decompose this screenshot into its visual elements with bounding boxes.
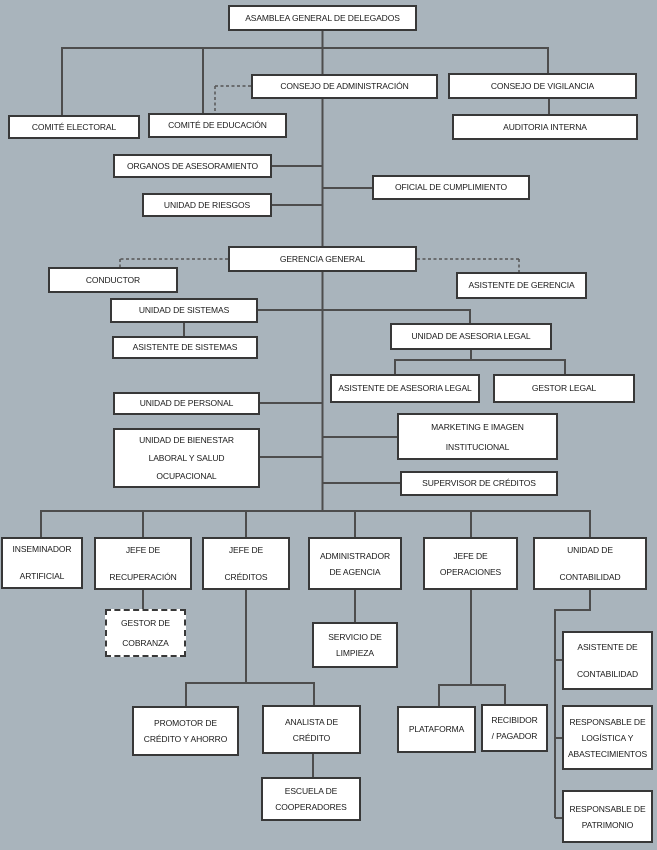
node-asistente-de-asesoria-legal: ASISTENTE DE ASESORIA LEGAL <box>330 374 480 403</box>
node-asistente-de-gerencia: ASISTENTE DE GERENCIA <box>456 272 587 299</box>
node-unidad-de-bienestar-laboral: UNIDAD DE BIENESTAR LABORAL Y SALUD OCUP… <box>113 428 260 488</box>
node-gerencia-general: GERENCIA GENERAL <box>228 246 417 272</box>
node-comite-electoral: COMITÉ ELECTORAL <box>8 115 140 139</box>
node-responsable-de-patrimonio: RESPONSABLE DE PATRIMONIO <box>562 790 653 843</box>
node-recibidor-pagador: RECIBIDOR / PAGADOR <box>481 704 548 752</box>
node-consejo-de-administracion: CONSEJO DE ADMINISTRACIÓN <box>251 74 438 99</box>
node-unidad-de-contabilidad: UNIDAD DE CONTABILIDAD <box>533 537 647 590</box>
node-servicio-de-limpieza: SERVICIO DE LIMPIEZA <box>312 622 398 668</box>
node-analista-de-credito: ANALISTA DE CRÉDITO <box>262 705 361 754</box>
dashed-connectors <box>119 85 520 272</box>
node-plataforma: PLATAFORMA <box>397 706 476 753</box>
node-oficial-de-cumplimiento: OFICIAL DE CUMPLIMIENTO <box>372 175 530 200</box>
node-promotor-de-credito-y-ahorro: PROMOTOR DE CRÉDITO Y AHORRO <box>132 706 239 756</box>
node-inseminador-artificial: INSEMINADOR ARTIFICIAL <box>1 537 83 589</box>
solid-connectors <box>40 31 591 819</box>
node-asistente-de-contabilidad: ASISTENTE DE CONTABILIDAD <box>562 631 653 690</box>
node-consejo-de-vigilancia: CONSEJO DE VIGILANCIA <box>448 73 637 99</box>
node-gestor-de-cobranza: GESTOR DE COBRANZA <box>105 609 186 657</box>
node-comite-de-educacion: COMITÉ DE EDUCACIÓN <box>148 113 287 138</box>
node-unidad-de-sistemas: UNIDAD DE SISTEMAS <box>110 298 258 323</box>
node-escuela-de-cooperadores: ESCUELA DE COOPERADORES <box>261 777 361 821</box>
node-jefe-de-operaciones: JEFE DE OPERACIONES <box>423 537 518 590</box>
node-unidad-de-asesoria-legal: UNIDAD DE ASESORIA LEGAL <box>390 323 552 350</box>
node-responsable-de-logistica: RESPONSABLE DE LOGÍSTICA Y ABASTECIMIENT… <box>562 705 653 770</box>
node-gestor-legal: GESTOR LEGAL <box>493 374 635 403</box>
node-marketing-e-imagen-institucional: MARKETING E IMAGEN INSTITUCIONAL <box>397 413 558 460</box>
node-unidad-de-personal: UNIDAD DE PERSONAL <box>113 392 260 415</box>
node-supervisor-de-creditos: SUPERVISOR DE CRÉDITOS <box>400 471 558 496</box>
node-asistente-de-sistemas: ASISTENTE DE SISTEMAS <box>112 336 258 359</box>
node-unidad-de-riesgos: UNIDAD DE RIESGOS <box>142 193 272 217</box>
node-organos-de-asesoramiento: ORGANOS DE ASESORAMIENTO <box>113 154 272 178</box>
node-conductor: CONDUCTOR <box>48 267 178 293</box>
node-jefe-de-recuperacion: JEFE DE RECUPERACIÓN <box>94 537 192 590</box>
node-asamblea-general-de-delegados: ASAMBLEA GENERAL DE DELEGADOS <box>228 5 417 31</box>
node-auditoria-interna: AUDITORIA INTERNA <box>452 114 638 140</box>
node-jefe-de-creditos: JEFE DE CRÉDITOS <box>202 537 290 590</box>
node-administrador-de-agencia: ADMINISTRADOR DE AGENCIA <box>308 537 402 590</box>
